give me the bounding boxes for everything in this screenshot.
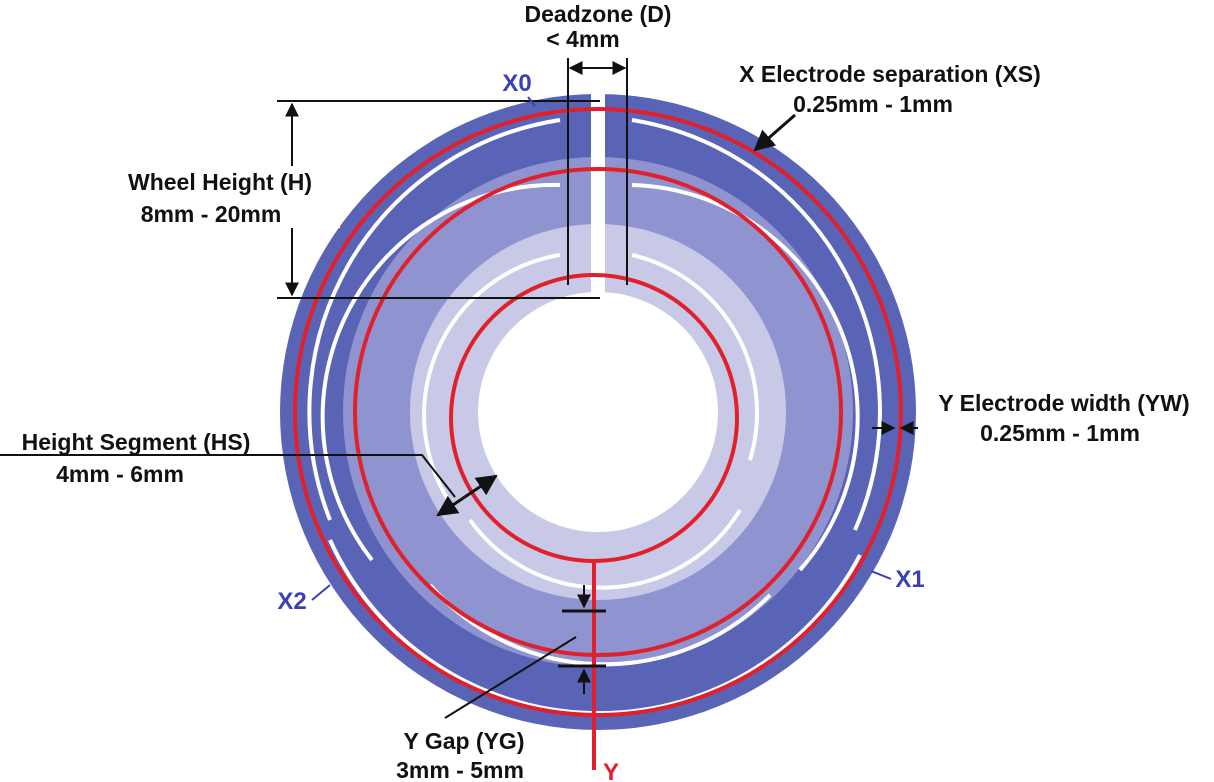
x1-label: X1 <box>895 566 924 593</box>
y-width-annotation: Y Electrode width (YW) 0.25mm - 1mm <box>872 390 1190 446</box>
height-segment-title: Height Segment (HS) <box>22 429 251 455</box>
deadzone-value: < 4mm <box>546 26 620 52</box>
x2-label: X2 <box>277 588 306 615</box>
y-ring-middle <box>353 167 843 657</box>
deadzone-title: Deadzone (D) <box>525 1 672 27</box>
x-separation-annotation: X Electrode separation (XS) 0.25mm - 1mm <box>739 61 1041 152</box>
wheel <box>280 92 916 770</box>
x-separation-arcs <box>307 118 882 716</box>
y-gap-title: Y Gap (YG) <box>404 728 525 754</box>
y-gap-annotation: Y Gap (YG) 3mm - 5mm <box>396 585 606 782</box>
wheel-height-annotation: Wheel Height (H) 8mm - 20mm <box>100 100 600 299</box>
height-segment-value: 4mm - 6mm <box>56 461 184 487</box>
center-hole <box>478 292 718 532</box>
x-separation-value: 0.25mm - 1mm <box>793 91 953 117</box>
y-electrode-rings <box>293 107 903 717</box>
deadzone-annotation: Deadzone (D) < 4mm <box>525 1 672 285</box>
y-gap-value: 3mm - 5mm <box>396 757 524 782</box>
electrode-labels: X0 X1 X2 Y <box>277 70 924 782</box>
y-label: Y <box>603 759 619 782</box>
x0-label: X0 <box>502 70 531 97</box>
y-width-title: Y Electrode width (YW) <box>938 390 1189 416</box>
y-ring-outer <box>293 107 903 717</box>
wheel-height-title: Wheel Height (H) <box>128 169 312 195</box>
deadzone-gap <box>591 92 605 302</box>
y-width-value: 0.25mm - 1mm <box>980 420 1140 446</box>
x-separation-title: X Electrode separation (XS) <box>739 61 1041 87</box>
wheel-height-value: 8mm - 20mm <box>141 201 282 227</box>
height-segment-annotation: Height Segment (HS) 4mm - 6mm <box>0 429 498 517</box>
